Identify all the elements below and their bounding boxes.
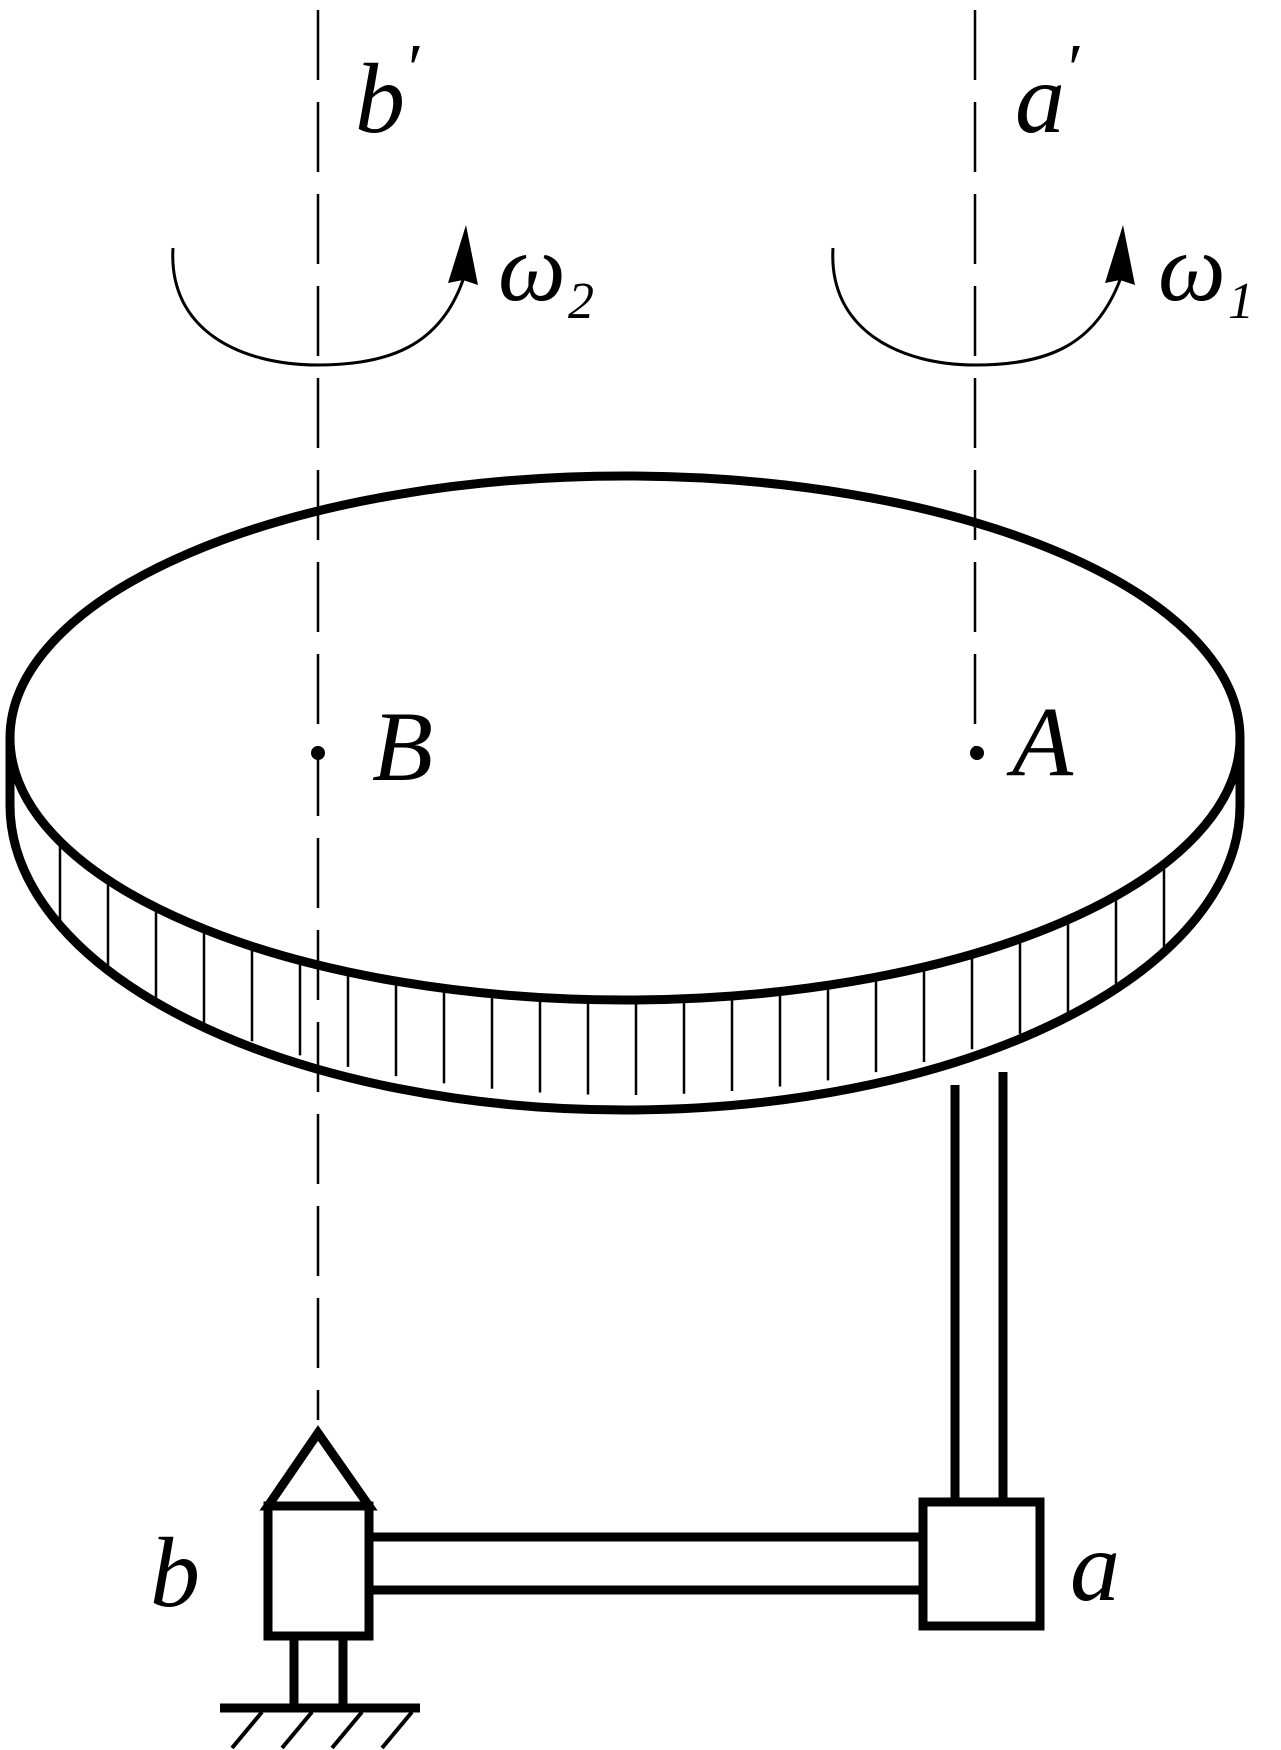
label-a-prime-mark: ′ [1068, 31, 1083, 108]
label-point-B: B [372, 691, 433, 802]
label-b-prime-mark: ′ [408, 31, 423, 108]
label-omega2: ω [498, 214, 566, 321]
omega2-rotation-arrow [171, 244, 468, 367]
label-block-a: a [1070, 1511, 1120, 1622]
ground-hatching [230, 1710, 414, 1750]
pivot-b-cone [259, 1425, 378, 1511]
point-a-dot [970, 746, 984, 760]
label-pivot-b: b [150, 1517, 200, 1628]
label-omega2-subscript: 2 [568, 273, 594, 330]
disc-rim-hatching [58, 844, 1166, 1095]
block-a [918, 1497, 1045, 1631]
point-b-dot [311, 746, 325, 760]
label-b-prime-letter: b [355, 43, 405, 154]
pivot-b-body [263, 1501, 374, 1641]
label-point-A: A [1006, 686, 1074, 797]
omega2-arrowhead [448, 225, 478, 285]
omega1-rotation-arrow [831, 244, 1125, 367]
label-omega1-subscript: 1 [1228, 273, 1254, 330]
label-a-prime-letter: a [1015, 43, 1065, 154]
omega1-arrowhead [1105, 225, 1135, 285]
label-omega1: ω [1158, 214, 1226, 321]
